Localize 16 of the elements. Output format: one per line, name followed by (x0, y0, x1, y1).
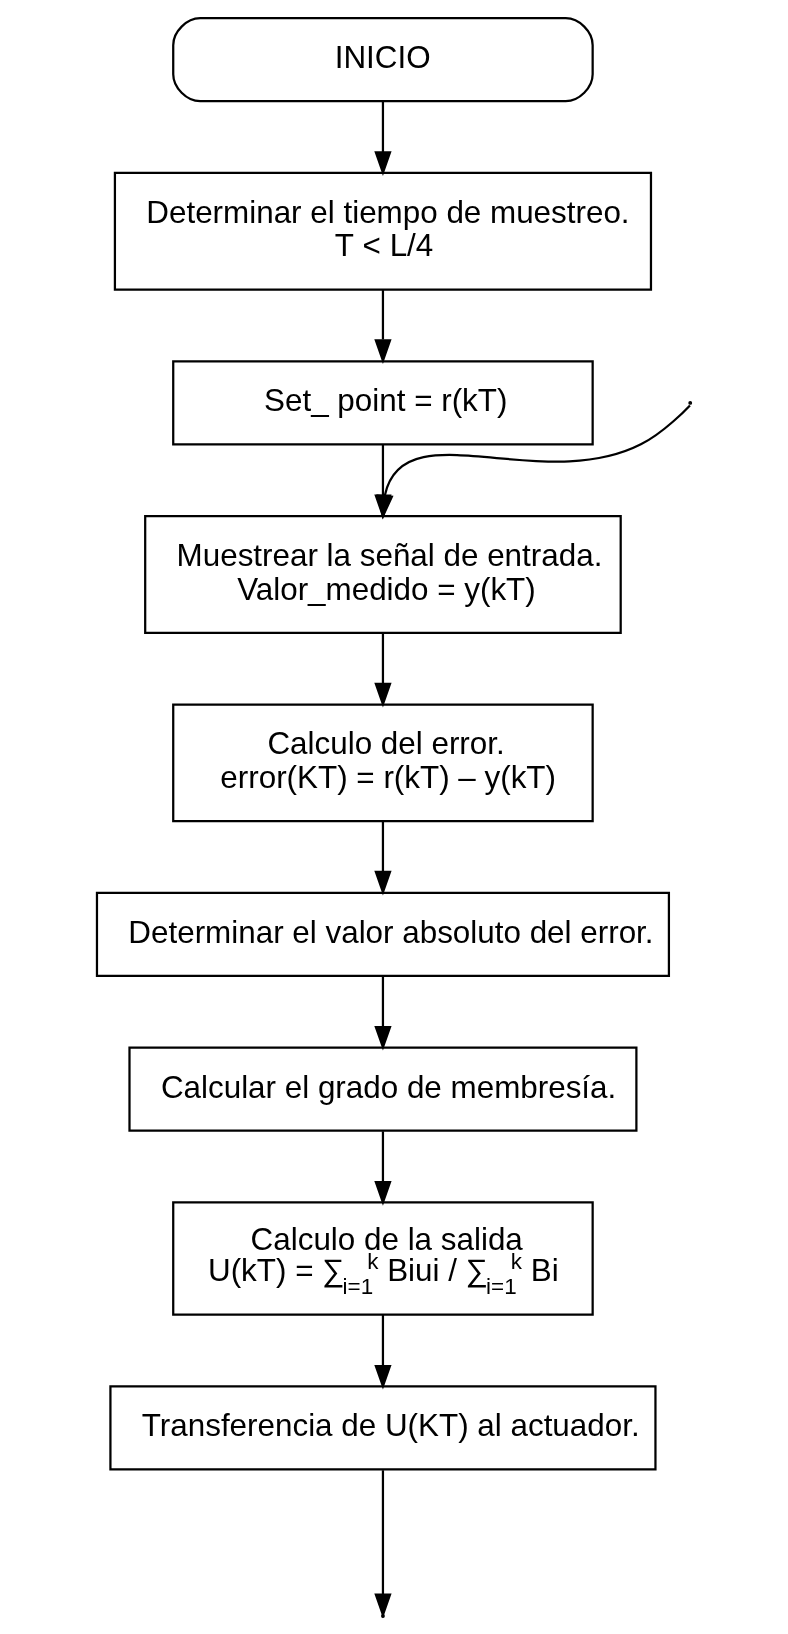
arrow (374, 1130, 392, 1206)
arrow (374, 975, 392, 1051)
node-box: Determinar el valor absoluto del error. (95, 891, 671, 977)
node-box: Calcular el grado de membresía. (128, 1046, 638, 1132)
arrow (374, 632, 392, 708)
node-box: Determinar el tiempo de muestreo. T < L/4 (113, 171, 653, 291)
node-box: INICIO (172, 16, 594, 102)
arrow (374, 289, 392, 364)
arrow (374, 101, 392, 176)
arrow (374, 1314, 392, 1390)
node-box: Calculo del error. error(KT) = r(kT) – y(kT) (172, 702, 594, 822)
node-box: Set_ point = r(kT) (172, 359, 594, 445)
arrow (374, 821, 392, 895)
node-box: Calculo de la salida U(kT) = ∑$_{i=1}$$^{k}$ Biui / ∑$_{i=1}$$^{k}$ Bi (172, 1200, 594, 1316)
node-box: Transferencia de U(KT) al actuador. (109, 1384, 657, 1470)
node-box: Muestrear la señal de entrada. Valor_medido = y(kT) (144, 514, 622, 634)
